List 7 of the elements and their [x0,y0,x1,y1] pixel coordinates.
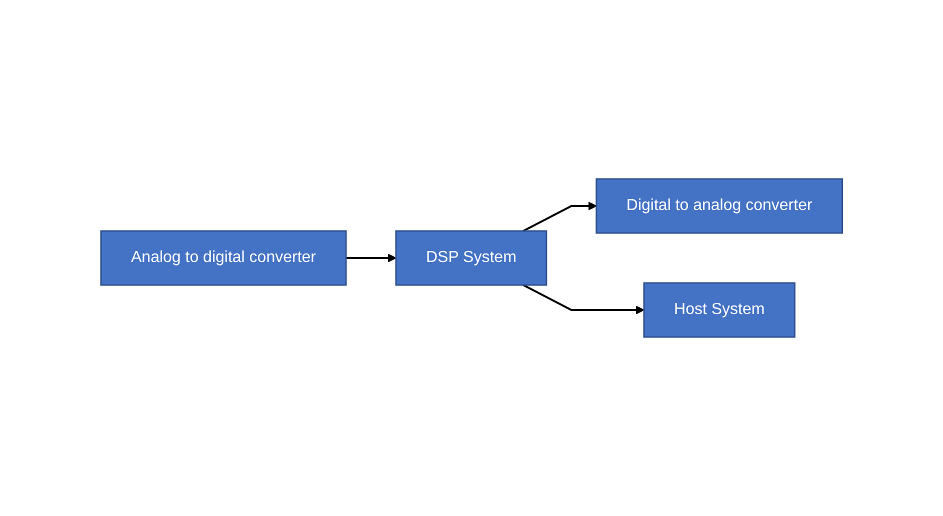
node-box: Digital to analog converter [596,178,843,234]
arrow [346,254,396,262]
node-box: Host System [643,282,796,338]
node-box: Analog to digital converter [100,230,347,286]
node-box: DSP System [395,230,547,286]
arrow [522,284,644,314]
arrow [522,202,597,232]
